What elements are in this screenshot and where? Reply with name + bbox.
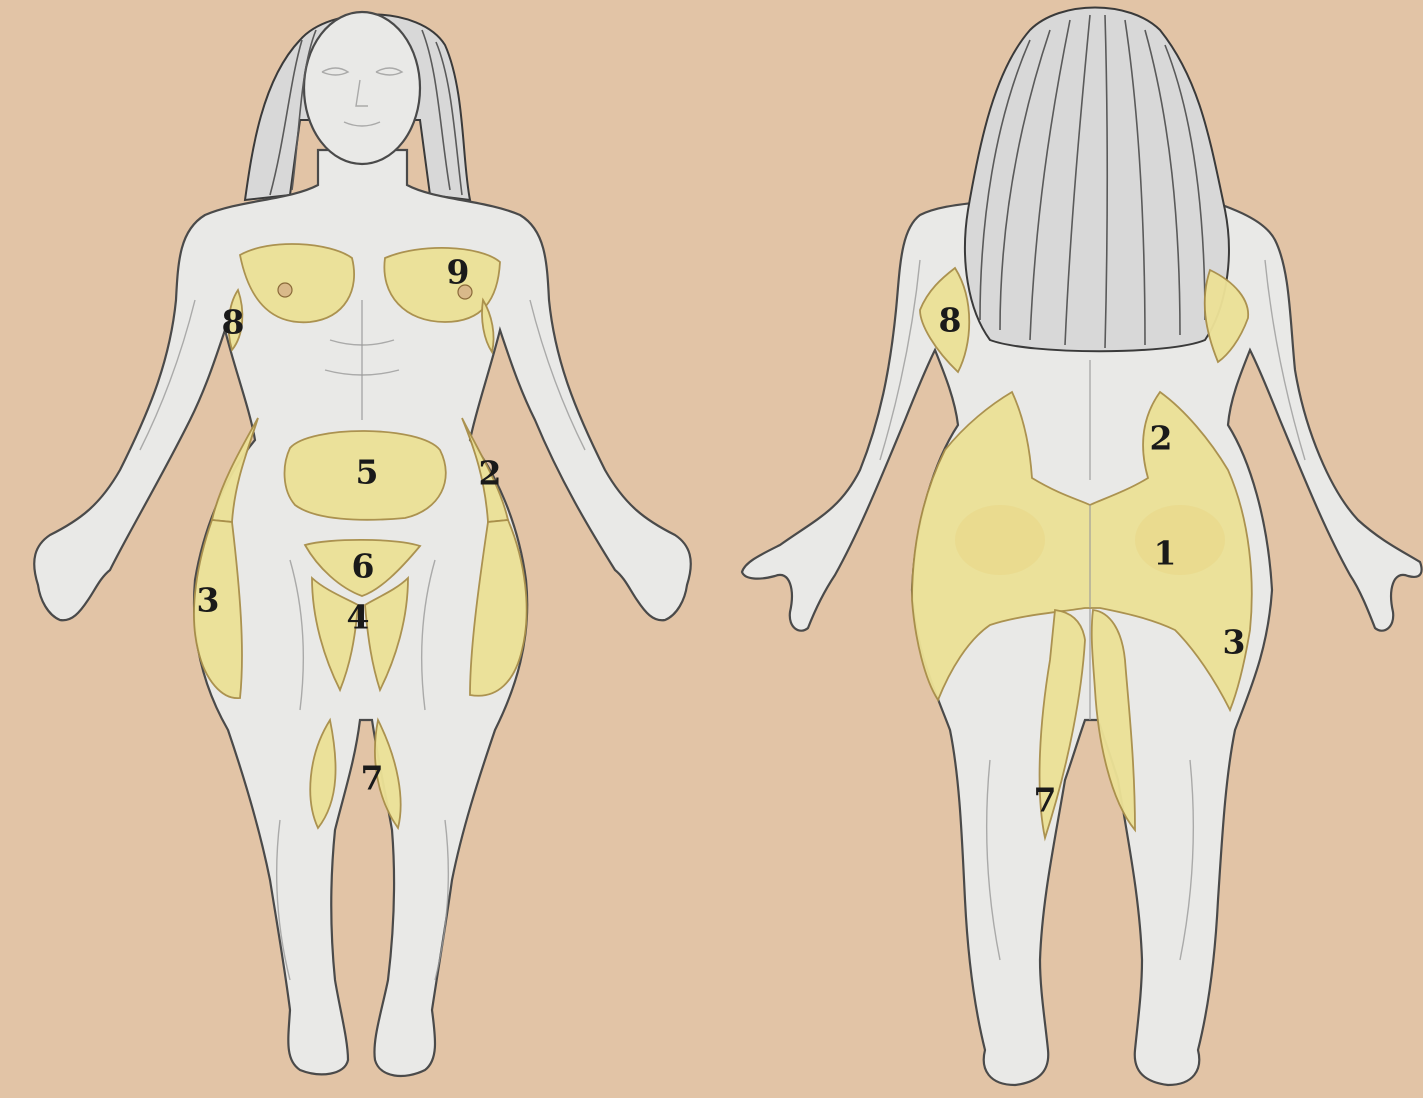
front-label-2: 2 xyxy=(479,454,502,493)
back-label-3: 3 xyxy=(1223,623,1246,662)
front-label-7: 7 xyxy=(361,759,384,798)
back-hair xyxy=(965,8,1229,352)
back-label-2: 2 xyxy=(1150,419,1173,458)
front-label-8: 8 xyxy=(222,303,245,342)
front-face xyxy=(304,12,420,164)
front-label-4: 4 xyxy=(347,598,370,637)
front-label-5: 5 xyxy=(356,453,379,492)
back-label-1: 1 xyxy=(1154,534,1177,573)
front-label-9: 9 xyxy=(447,253,470,292)
front-label-3: 3 xyxy=(197,581,220,620)
back-label-8: 8 xyxy=(939,301,962,340)
back-label-7: 7 xyxy=(1034,781,1057,820)
front-label-6: 6 xyxy=(352,547,375,586)
